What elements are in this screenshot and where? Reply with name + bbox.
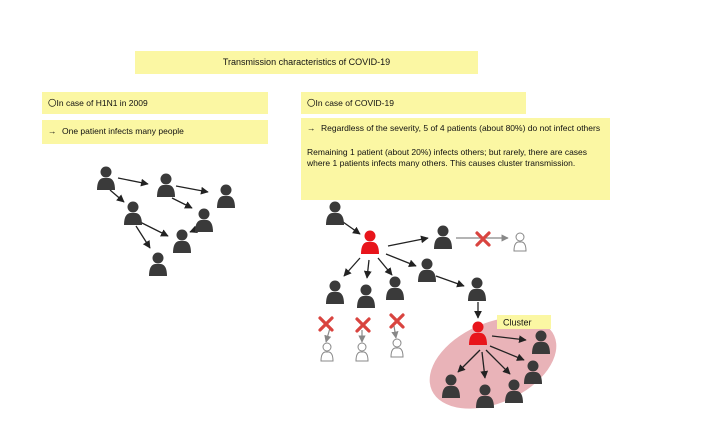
person-icon — [357, 284, 375, 308]
h1n1-network — [97, 166, 235, 276]
covid-heading-box: 〇In case of COVID-19 — [301, 92, 526, 114]
infector-person-icon — [361, 230, 379, 254]
covid-note-severity: Regardless of the severity, 5 of 4 patie… — [321, 123, 601, 133]
diagram-title: Transmission characteristics of COVID-19 — [222, 57, 391, 67]
person-icon — [326, 201, 344, 225]
person-icon — [468, 277, 486, 301]
person-icon — [173, 229, 191, 253]
covid-network: Cluster — [318, 201, 557, 409]
cluster-label-box — [497, 315, 551, 329]
cross-icon — [475, 231, 491, 247]
person-icon — [195, 208, 213, 232]
h1n1-heading-box: 〇In case of H1N1 in 2009 — [42, 92, 268, 114]
person-icon — [386, 276, 404, 300]
covid-heading: 〇In case of COVID-19 — [307, 98, 394, 108]
person-icon — [217, 184, 235, 208]
h1n1-note: One patient infects many people — [62, 126, 184, 136]
cluster-label: Cluster — [503, 318, 532, 328]
right-arrow-icon: → — [48, 126, 57, 136]
person-icon — [434, 225, 452, 249]
right-arrow-icon: → — [307, 123, 316, 133]
h1n1-heading: 〇In case of H1N1 in 2009 — [48, 98, 148, 108]
person-icon — [157, 173, 175, 197]
cross-icon — [318, 316, 334, 332]
uninfected-person-icon — [390, 338, 404, 358]
cross-icon — [355, 317, 371, 333]
covid-note-box: → Regardless of the severity, 5 of 4 pat… — [301, 118, 610, 200]
person-icon — [418, 258, 436, 282]
h1n1-note-box: → One patient infects many people — [42, 120, 268, 144]
title-box: Transmission characteristics of COVID-19 — [135, 51, 478, 74]
uninfected-person-icon — [513, 232, 527, 252]
person-icon — [326, 280, 344, 304]
uninfected-person-icon — [355, 342, 369, 362]
person-icon — [149, 252, 167, 276]
covid-note-cluster: Remaining 1 patient (about 20%) infects … — [307, 147, 588, 168]
person-icon — [124, 201, 142, 225]
uninfected-person-icon — [320, 342, 334, 362]
cross-icon — [389, 313, 405, 329]
person-icon — [97, 166, 115, 190]
